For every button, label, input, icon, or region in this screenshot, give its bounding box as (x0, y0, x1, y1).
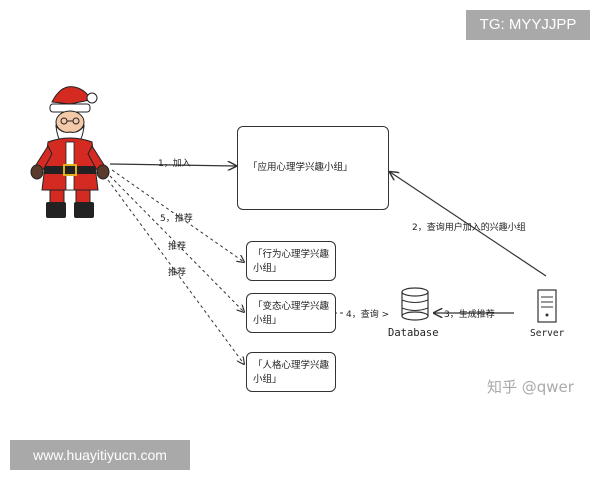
watermark-top-right: TG: MYYJJPP (466, 10, 590, 40)
watermark-bottom-left: www.huayitiyucn.com (10, 440, 190, 470)
edge-recommend-2-label: 推荐 (168, 242, 187, 252)
app-group-label: 「应用心理学兴趣小组」 (248, 162, 353, 173)
edge-recommend-1-label: 5，推荐 (160, 214, 193, 224)
edge-generate-recommend-label: 3，生成推荐 (444, 310, 495, 320)
santa-icon (30, 86, 110, 218)
personality-group-label: 「人格心理学兴趣小组」 (253, 360, 330, 385)
watermark-zhihu: 知乎 @qwer (487, 378, 574, 396)
edge-recommend-1 (111, 169, 244, 262)
app-group-box: 「应用心理学兴趣小组」 (237, 126, 389, 210)
behavior-group-label: 「行为心理学兴趣小组」 (253, 249, 330, 274)
edge-join-label: 1，加入 (158, 159, 191, 169)
edge-recommend-3 (107, 179, 244, 364)
edge-query-groups-label: 2，查询用户加入的兴趣小组 (412, 223, 526, 233)
abnormal-group-box: 「变态心理学兴趣小组」 (246, 293, 336, 333)
edge-join (109, 164, 236, 166)
server-icon (537, 289, 557, 323)
server-label: Server (530, 328, 565, 339)
edge-recommend-3-label: 推荐 (168, 268, 187, 278)
abnormal-group-label: 「变态心理学兴趣小组」 (253, 301, 330, 326)
edge-recommend-2 (109, 175, 244, 312)
personality-group-box: 「人格心理学兴趣小组」 (246, 352, 336, 392)
database-label: Database (388, 327, 439, 339)
database-icon (401, 287, 429, 321)
edge-query-label: 4，查询 > (346, 310, 390, 320)
edge-query-groups (390, 172, 547, 277)
behavior-group-box: 「行为心理学兴趣小组」 (246, 241, 336, 281)
